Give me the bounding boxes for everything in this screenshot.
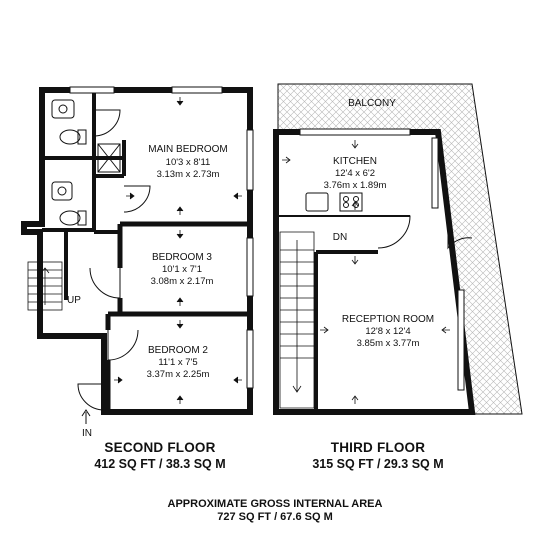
window-right-upper [431, 137, 439, 209]
dimension-arrows-third [282, 140, 450, 404]
second-floor-caption: SECOND FLOOR 412 SQ FT / 38.3 SQ M [60, 440, 260, 471]
bedroom3-metric: 3.08m x 2.17m [151, 276, 214, 287]
stair-up [27, 261, 63, 311]
third-floor-plan [273, 83, 523, 415]
kitchen-name: KITCHEN [333, 156, 377, 167]
bedroom3-imperial: 10'1 x 7'1 [162, 264, 202, 275]
window-kitchen-top [299, 128, 411, 136]
bedroom2-name: BEDROOM 2 [148, 345, 208, 356]
second-floor-title: SECOND FLOOR [104, 440, 216, 455]
toilet-icon-2 [59, 210, 81, 226]
bedroom2-imperial: 11'1 x 7'5 [158, 357, 197, 368]
entrance-label: IN [82, 428, 92, 439]
window-right-bed3 [246, 237, 254, 297]
door-bedroom3 [89, 267, 121, 299]
toilet-icon [59, 129, 81, 145]
reception-metric: 3.85m x 3.77m [357, 338, 420, 349]
door-kitchen-stair [377, 215, 411, 249]
main-bedroom-name: MAIN BEDROOM [148, 144, 227, 155]
kitchen-fixtures [305, 192, 363, 212]
sink-icon [305, 192, 329, 212]
window-right-bed2 [246, 329, 254, 389]
basin-icon [51, 99, 75, 119]
stair-dn-label: DN [333, 232, 347, 243]
second-floor-plan [21, 86, 254, 424]
hob-icon [339, 192, 363, 212]
basin-icon-2 [51, 181, 73, 201]
dimension-arrows [114, 97, 242, 404]
third-floor-area: 315 SQ FT / 29.3 SQ M [312, 457, 444, 471]
window-top-bedroom [171, 86, 223, 94]
balcony-label: BALCONY [348, 98, 396, 109]
third-floor-caption: THIRD FLOOR 315 SQ FT / 29.3 SQ M [278, 440, 478, 471]
outer-walls [21, 87, 253, 415]
window-right-lower [457, 289, 465, 391]
gross-area-value: 727 SQ FT / 67.6 SQ M [217, 511, 333, 523]
bath-fixtures [51, 99, 121, 226]
third-floor-title: THIRD FLOOR [330, 440, 426, 455]
door-wc [123, 185, 151, 213]
bedroom3-name: BEDROOM 3 [152, 252, 212, 263]
kitchen-metric: 3.76m x 1.89m [324, 180, 387, 191]
window-top-bath [69, 86, 115, 94]
second-floor-area: 412 SQ FT / 38.3 SQ M [94, 457, 226, 471]
door-bedroom2 [107, 329, 139, 361]
shower-icon [97, 143, 121, 173]
bedroom2-metric: 3.37m x 2.25m [147, 369, 210, 380]
room-labels: MAIN BEDROOM 10'3 x 8'11 3.13m x 2.73m B… [67, 98, 434, 439]
gross-area-title: APPROXIMATE GROSS INTERNAL AREA [167, 498, 383, 510]
entrance-arrow-icon [81, 409, 91, 424]
reception-imperial: 12'8 x 12'4 [365, 326, 410, 337]
window-right-main [246, 129, 254, 191]
main-bedroom-imperial: 10'3 x 8'11 [166, 157, 211, 168]
door-entrance [77, 383, 105, 411]
door-main-bedroom [93, 109, 121, 137]
gross-area-caption: APPROXIMATE GROSS INTERNAL AREA 727 SQ F… [125, 498, 425, 523]
main-bedroom-metric: 3.13m x 2.73m [157, 169, 220, 180]
stair-up-label: UP [67, 295, 81, 306]
stair-down [279, 231, 315, 409]
kitchen-imperial: 12'4 x 6'2 [335, 168, 375, 179]
reception-name: RECEPTION ROOM [342, 314, 434, 325]
door-balcony [447, 222, 473, 250]
